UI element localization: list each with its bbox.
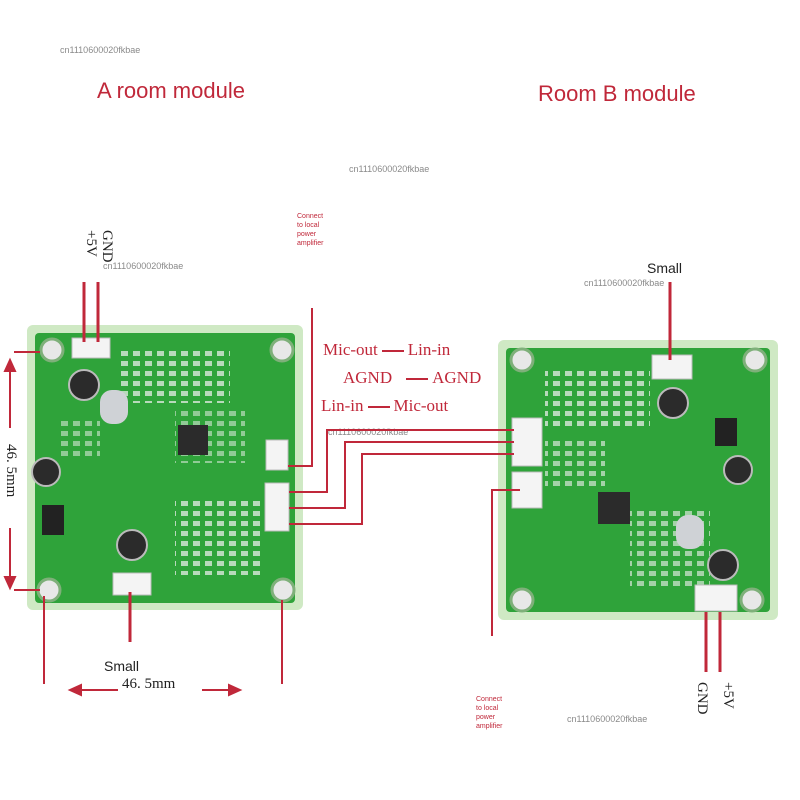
- watermark: cn1110600020fkbae: [328, 427, 409, 437]
- horizontal-dimension-label: 46. 5mm: [122, 676, 176, 692]
- signal-to: Lin-in: [407, 340, 451, 359]
- signal-row-2: AGND AGND: [343, 368, 481, 388]
- signal-from: AGND: [343, 368, 393, 387]
- signal-to: AGND: [432, 368, 482, 387]
- signal-row-1: Mic-out Lin-in: [323, 340, 450, 360]
- signal-row-3: Lin-in Mic-out: [321, 396, 448, 416]
- cross-wiring: [289, 429, 514, 525]
- module-a-title: A room module: [97, 78, 245, 103]
- module-b-power-wires: [704, 612, 722, 672]
- module-a-board: [27, 325, 303, 610]
- module-a-amp-wire: [288, 308, 313, 467]
- module-a-speaker-label: Small: [104, 658, 140, 674]
- watermark: cn1110600020fkbae: [349, 164, 430, 174]
- module-b-title: Room B module: [538, 81, 696, 106]
- module-b-gnd-label: GND: [694, 682, 710, 715]
- module-b-amp-wire: [491, 489, 520, 636]
- watermark: cn1110600020fkbae: [103, 261, 184, 271]
- watermark: cn1110600020fkbae: [584, 278, 665, 288]
- module-a-power-wires: [82, 282, 100, 342]
- dimension-leaders: [14, 351, 283, 684]
- module-a-amp-note: Connect to local power amplifier: [297, 213, 324, 247]
- signal-to: Mic-out: [393, 396, 449, 415]
- vertical-dimension-arrow: [3, 357, 17, 591]
- module-b-5v-label: +5V: [720, 682, 736, 709]
- module-b-speaker-label: Small: [647, 260, 683, 276]
- horizontal-dimension-arrow: [67, 683, 243, 697]
- watermark: cn1110600020fkbae: [567, 714, 648, 724]
- module-b-amp-note: Connect to local power amplifier: [476, 696, 503, 730]
- module-a-5v-label: +5V: [83, 230, 99, 257]
- signal-from: Mic-out: [323, 340, 378, 359]
- watermark: cn1110600020fkbae: [60, 45, 141, 55]
- module-a-gnd-label: GND: [99, 230, 115, 263]
- signal-from: Lin-in: [321, 396, 364, 415]
- vertical-dimension-label: 46. 5mm: [3, 444, 19, 498]
- module-b-board: [498, 340, 778, 620]
